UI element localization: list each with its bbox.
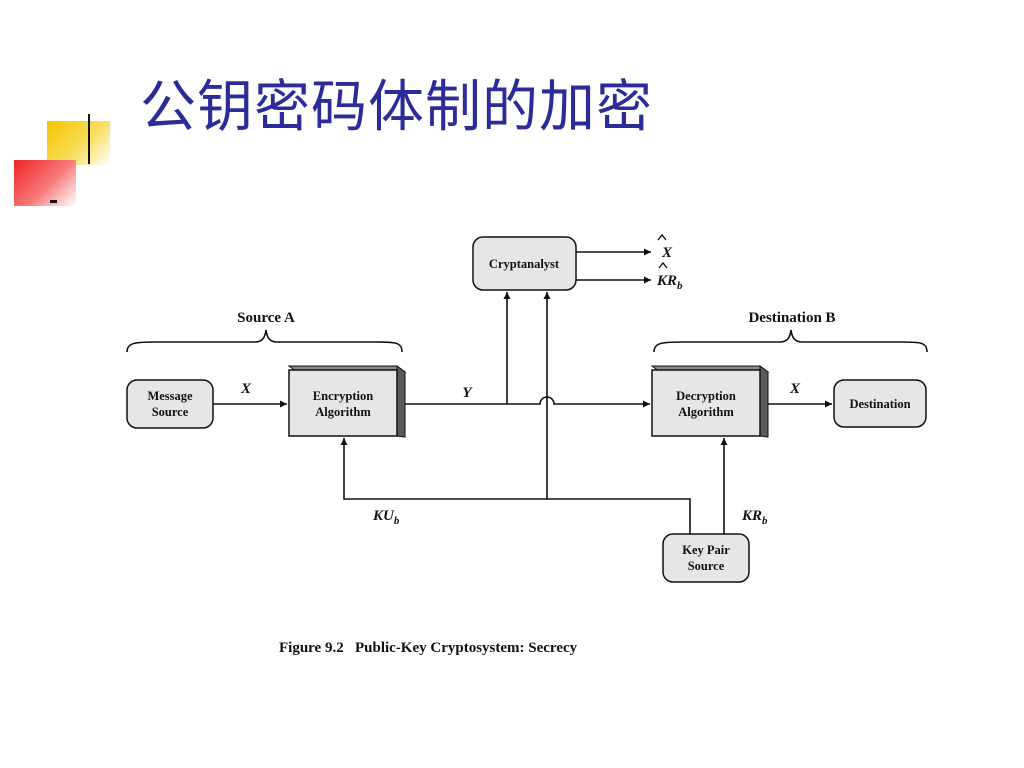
key-pair-line-2: Source [688, 559, 725, 573]
destination-label: Destination [849, 397, 910, 411]
key-pair-source-node: Key Pair Source [662, 533, 750, 583]
cryptanalyst-label: Cryptanalyst [489, 257, 560, 271]
destination-node: Destination [833, 379, 927, 428]
label-x-output: X [789, 381, 801, 397]
label-kr: KRb [741, 508, 768, 527]
source-brace [126, 329, 403, 353]
label-x-input: X [240, 381, 252, 397]
destination-group-label: Destination B [748, 310, 835, 326]
label-y: Y [462, 385, 473, 401]
kr-hat-caret [658, 261, 668, 269]
label-x-hat: X [661, 245, 673, 261]
arrow-ciphertext-y [405, 396, 650, 408]
message-source-line-2: Source [152, 405, 189, 419]
encryption-line-2: Algorithm [315, 405, 371, 419]
decryption-line-1: Decryption [676, 389, 736, 403]
slide-title: 公钥密码体制的加密 [140, 75, 653, 140]
deco-yellow-square [47, 121, 110, 165]
deco-vertical-line [88, 114, 90, 164]
public-key-line [340, 438, 691, 534]
deco-red-square [14, 160, 76, 206]
label-ku: KUb [372, 508, 400, 527]
key-pair-line-1: Key Pair [682, 543, 730, 557]
source-group-label: Source A [237, 310, 295, 326]
deco-small-dash [50, 200, 57, 203]
destination-brace [653, 329, 928, 353]
message-source-node: Message Source [126, 379, 214, 429]
decryption-line-2: Algorithm [678, 405, 734, 419]
label-kr-hat: KRb [656, 273, 683, 292]
message-source-line-1: Message [147, 389, 193, 403]
encryption-algorithm-node: Encryption Algorithm [287, 365, 407, 438]
cryptanalyst-node: Cryptanalyst [472, 236, 577, 291]
encryption-line-1: Encryption [313, 389, 373, 403]
decryption-algorithm-node: Decryption Algorithm [650, 365, 770, 438]
figure-caption: Figure 9.2 Public-Key Cryptosystem: Secr… [279, 640, 578, 656]
x-hat-caret [657, 233, 667, 241]
